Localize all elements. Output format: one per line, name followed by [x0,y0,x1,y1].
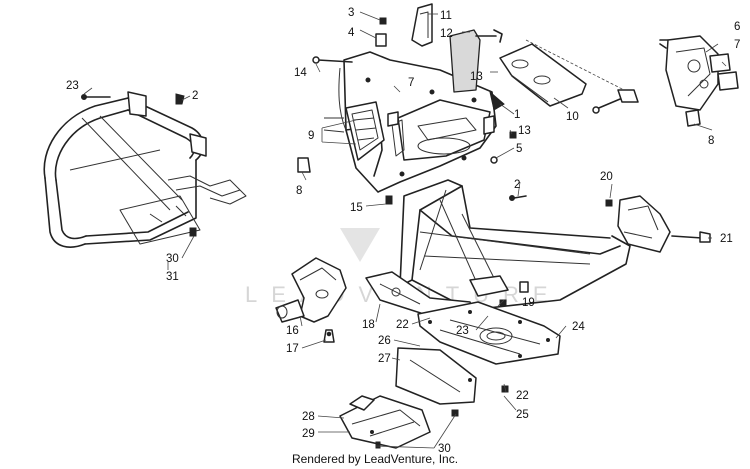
callout-label: 26 [378,335,391,347]
callout-label: 30 [438,443,451,455]
callout-label: 23 [456,325,469,337]
callout-label: 2 [514,179,520,191]
callout-label: 7 [408,77,414,89]
callout-label: 13 [470,71,483,83]
skid-plate-10 [499,39,629,107]
bracket-28 [339,395,431,449]
callout-label: 22 [396,319,409,331]
callout-label: 18 [362,319,375,331]
callout-label: 21 [720,233,733,245]
callout-label: 4 [348,27,355,39]
leader-lines [83,11,727,449]
steering-bracket [592,35,739,127]
callout-label: 23 [66,80,79,92]
callout-label: 11 [440,10,452,22]
callout-label: 28 [302,411,315,423]
callout-label: 27 [378,353,391,365]
bracket-16 [275,257,347,343]
callout-label: 14 [294,67,307,79]
callout-label: 25 [516,409,529,421]
callout-label: 1 [514,109,520,121]
callout-label: 30 [166,253,179,265]
callout-label: 16 [286,325,299,337]
callout-label: 8 [708,135,714,147]
callout-label: 7 [734,39,740,51]
callout-label: 12 [440,28,453,40]
callout-label: 6 [734,21,740,33]
callout-label: 13 [518,125,531,137]
callout-labels: 23 2 30 31 3 4 11 12 14 7 13 10 1 13 5 9… [66,7,740,455]
callout-label: 31 [166,271,179,283]
callout-label: 8 [296,185,302,197]
lower-panel-27 [395,347,477,405]
callout-label: 5 [516,143,522,155]
callout-label: 2 [192,90,198,102]
callout-label: 29 [302,428,315,440]
callout-label: 20 [600,171,613,183]
credit-text: Rendered by LeadVenture, Inc. [291,452,459,466]
callout-label: 15 [350,202,363,214]
callout-label: 17 [286,343,299,355]
shield-24 [417,301,561,365]
callout-label: 19 [522,297,535,309]
callout-label: 22 [516,390,529,402]
nose-pan [312,3,517,193]
callout-label: 24 [572,321,585,333]
main-frame [365,179,631,319]
callout-label: 3 [348,7,354,19]
bracket-20 [605,195,711,253]
front-bumper [43,91,247,248]
callout-label: 10 [566,111,579,123]
callout-label: 9 [308,130,314,142]
